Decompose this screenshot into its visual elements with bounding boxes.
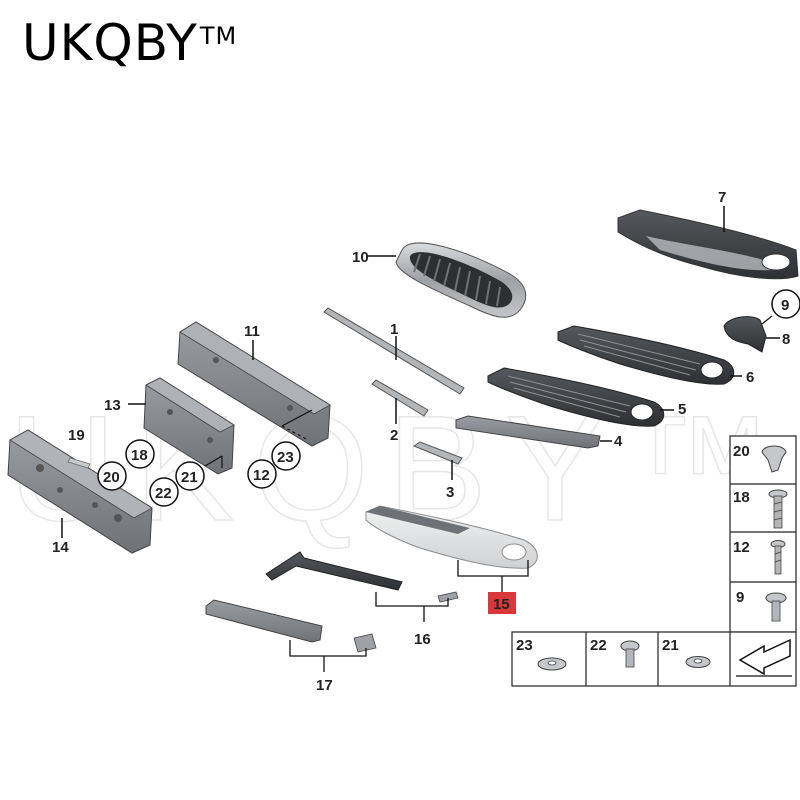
part-4-trim-strip [455,415,612,449]
callout-14: 14 [52,539,69,556]
callouts: 1 2 3 4 5 6 7 8 9 10 11 12 13 14 15 16 1… [52,189,800,694]
part-14-license-plate-base [7,429,153,554]
part-11-upper-plate-carrier [177,321,331,447]
callout-21: 21 [181,469,198,486]
callout-6: 6 [746,369,754,386]
callout-16: 16 [414,631,431,648]
legend-label-18: 18 [733,489,750,506]
callout-23: 23 [277,449,294,466]
callout-21-circle [175,461,205,491]
callout-5: 5 [678,401,686,418]
fastener-legend-right: 20 18 12 9 [729,435,797,633]
callout-13: 13 [104,397,121,414]
bolt-icon-22 [620,640,640,668]
brand-logo: UKQBYTM [22,18,237,68]
legend-label-21: 21 [662,637,679,654]
callout-19: 19 [68,427,85,444]
direction-arrow-icon [736,638,792,677]
part-7-side-grille-trim [617,206,799,280]
callout-9: 9 [781,297,789,314]
callout-11: 11 [244,323,260,340]
fastener-legend-bottom: 23 22 21 [511,631,797,687]
screw-icon-18 [768,489,788,529]
part-16-trim-strip [265,551,459,622]
trademark-symbol: TM [199,22,238,50]
legend-label-9: 9 [736,589,744,606]
part-6-side-grille [557,325,742,385]
legend-label-20: 20 [733,443,750,460]
leader-21 [204,455,223,467]
callout-15-highlight [488,592,516,614]
part-15-grille-primed [365,505,538,592]
part-3-trim [412,441,463,480]
callout-23-circle [271,441,301,471]
callout-15: 15 [493,596,510,613]
callout-12: 12 [253,467,270,484]
legend-label-12: 12 [733,539,750,556]
part-2-trim [371,379,429,424]
callout-20: 20 [103,469,120,486]
callout-8: 8 [782,331,790,348]
brand-name: UKQBY [22,14,198,72]
callout-22-circle [149,477,179,507]
legend-label-22: 22 [590,637,607,654]
callout-22: 22 [155,485,172,502]
callout-17: 17 [316,677,333,694]
callout-10: 10 [352,249,369,266]
legend-label-23: 23 [516,637,533,654]
leader-9 [761,315,773,325]
part-10-kidney-grille [368,242,527,318]
expansion-rivet-icon [761,445,787,473]
callout-7: 7 [718,189,726,206]
callout-18-circle [125,439,155,469]
part-19-clip [67,457,91,469]
callout-2: 2 [390,427,398,444]
part-17-trim-strip [205,599,377,672]
callout-1: 1 [390,321,398,338]
callout-12-circle [247,459,277,489]
callout-4: 4 [614,433,623,450]
part-8-cover-cap [723,316,780,353]
screw-icon-12 [770,540,786,575]
callout-20-circle [97,461,127,491]
bolt-icon-9 [765,592,787,622]
washer-icon-23 [537,657,567,671]
washer-icon-21 [685,656,711,668]
part-5-side-grille-lower [487,367,674,427]
part-1-moulding [323,307,465,395]
callout-3: 3 [446,484,454,501]
callout-9-circle [771,289,800,319]
callout-18: 18 [131,447,148,464]
part-13-plate-carrier [128,377,235,475]
